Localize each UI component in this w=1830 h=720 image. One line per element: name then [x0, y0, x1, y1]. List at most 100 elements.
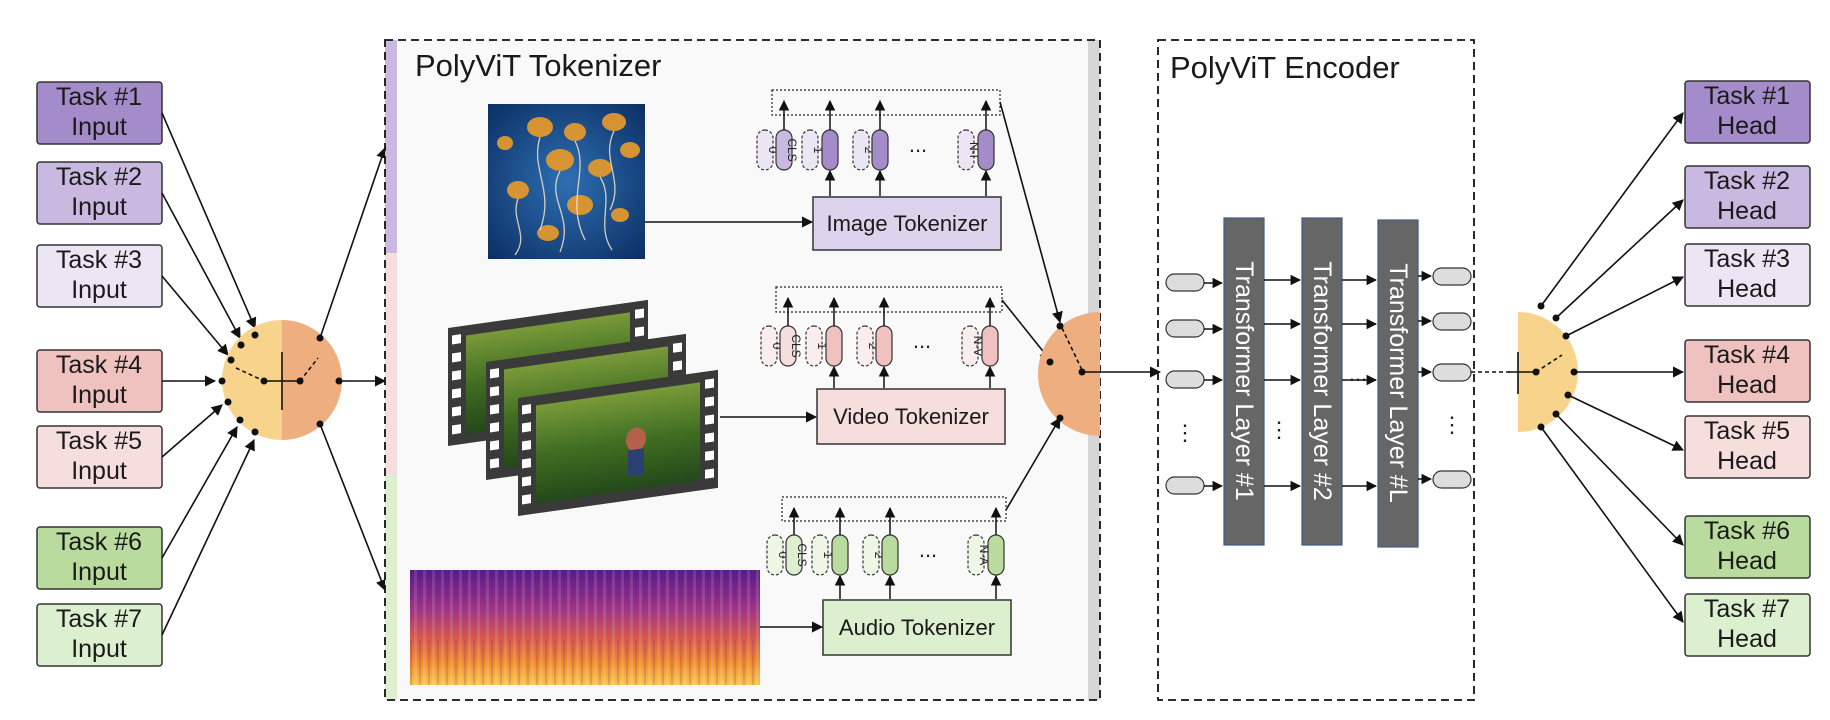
task-7-head-line2: Head [1717, 625, 1777, 653]
task-2-input[interactable]: Task #2 Input [36, 161, 163, 225]
image-token-n: N-I [957, 99, 995, 196]
task-4-head-line2: Head [1717, 371, 1777, 399]
image-tokenizer[interactable]: Image Tokenizer [812, 196, 1002, 251]
task-5-head-line2: Head [1717, 447, 1777, 475]
task-6-head-line1: Task #6 [1704, 517, 1790, 545]
input-selector [218, 320, 343, 440]
task-7-head[interactable]: Task #7 Head [1684, 593, 1811, 657]
video-token-0-label: 0 [770, 343, 784, 350]
image-tokenizer-label: Image Tokenizer [826, 211, 987, 236]
audio-token-1: 1 [811, 506, 849, 599]
task-1-head[interactable]: Task #1 Head [1684, 80, 1811, 144]
task-4-input[interactable]: Task #4 Input [36, 349, 163, 413]
selector-out-arrows [319, 146, 388, 592]
video-token-cls: CLS [779, 296, 803, 367]
task-1-head-line2: Head [1717, 112, 1777, 140]
task-2-head-line2: Head [1717, 197, 1777, 225]
task-3-input-line1: Task #3 [56, 246, 142, 274]
task-3-head-line2: Head [1717, 275, 1777, 303]
task-6-head[interactable]: Task #6 Head [1684, 515, 1811, 579]
layers-ellipsis: ... [1349, 361, 1367, 386]
video-token-1: 1 [805, 296, 843, 388]
audio-tokens-ellipsis: ... [919, 537, 937, 562]
transformer-layer-l-label: Transformer Layer #L [1384, 263, 1412, 503]
example-arrows [645, 216, 824, 633]
video-tokenizer-label: Video Tokenizer [833, 404, 989, 429]
audio-token-0: 0 [766, 534, 790, 576]
task-4-head[interactable]: Task #4 Head [1684, 339, 1811, 403]
audio-token-1-label: 1 [821, 552, 835, 559]
task-5-input-line1: Task #5 [56, 427, 142, 455]
transformer-layer-1[interactable]: Transformer Layer #1 [1223, 217, 1265, 546]
video-token-cls-label: CLS [789, 334, 803, 357]
audio-token-2-label: 2 [872, 552, 886, 559]
task-4-input-line2: Input [71, 381, 127, 409]
image-token-1-label: 1 [811, 147, 825, 154]
head-arrows [1540, 112, 1685, 623]
encoder-output-arrows [1418, 270, 1433, 485]
image-token-0-label: 0 [766, 147, 780, 154]
task-7-input-line2: Input [71, 635, 127, 663]
image-token-0: 0 [756, 129, 780, 171]
task-1-input[interactable]: Task #1 Input [36, 81, 163, 145]
task-5-input-line2: Input [71, 457, 127, 485]
video-token-1-label: 1 [815, 343, 829, 350]
audio-tokenizer[interactable]: Audio Tokenizer [822, 599, 1012, 656]
audio-tokens: 0 CLS 1 2 ... N-A [766, 496, 1007, 599]
video-token-n: N-V [961, 296, 999, 388]
encoder-frame: PolyViT Encoder [1157, 39, 1475, 701]
audio-token-2: 2 [862, 506, 899, 599]
image-token-2-label: 2 [862, 147, 876, 154]
task-2-head[interactable]: Task #2 Head [1684, 165, 1811, 229]
encoder-title: PolyViT Encoder [1170, 50, 1400, 85]
task-1-input-line2: Input [71, 113, 127, 141]
transformer-layer-2[interactable]: Transformer Layer #2 [1301, 217, 1343, 546]
video-example [448, 299, 718, 516]
image-token-cls: CLS [775, 99, 799, 171]
transformer-layer-2-label: Transformer Layer #2 [1308, 261, 1336, 500]
task-1-head-line1: Task #1 [1704, 82, 1790, 110]
task-3-head-line1: Task #3 [1704, 245, 1790, 273]
task-5-head[interactable]: Task #5 Head [1684, 415, 1811, 479]
video-tokens: 0 CLS 1 2 ... N-V [760, 286, 1003, 388]
task-7-head-line1: Task #7 [1704, 595, 1790, 623]
task-3-head[interactable]: Task #3 Head [1684, 243, 1811, 307]
token-to-selector-arrows [999, 101, 1063, 511]
transformer-layer-1-label: Transformer Layer #1 [1230, 261, 1258, 500]
audio-token-n: N-A [967, 506, 1005, 599]
encoder-output-tokens: ⋮ [1432, 267, 1472, 489]
task-4-head-line1: Task #4 [1704, 341, 1790, 369]
encoder-input-vdots: ⋮ [1174, 420, 1196, 445]
video-tokens-ellipsis: ... [913, 328, 931, 353]
head-selector [1508, 302, 1578, 432]
layer-arrows [1264, 274, 1378, 492]
audio-token-0-label: 0 [776, 552, 790, 559]
task-6-input-line1: Task #6 [56, 528, 142, 556]
task-3-input-line2: Input [71, 276, 127, 304]
image-token-2: 2 [852, 99, 889, 196]
video-token-2: 2 [856, 296, 893, 388]
task-1-input-line1: Task #1 [56, 83, 142, 111]
layer1-vdots: ⋮ [1268, 417, 1290, 442]
image-tokens-ellipsis: ... [909, 132, 927, 157]
task-6-input-line2: Input [71, 558, 127, 586]
video-token-0: 0 [760, 325, 784, 367]
task-2-input-line2: Input [71, 193, 127, 221]
task-5-input[interactable]: Task #5 Input [36, 425, 163, 489]
encoder-input-arrows [1204, 277, 1224, 492]
task-4-input-line1: Task #4 [56, 351, 142, 379]
input-arrows [161, 112, 257, 636]
image-example [488, 104, 645, 259]
task-3-input[interactable]: Task #3 Input [36, 244, 163, 308]
audio-token-cls-label: CLS [795, 543, 809, 566]
task-2-head-line1: Task #2 [1704, 167, 1790, 195]
video-tokenizer[interactable]: Video Tokenizer [816, 388, 1006, 445]
image-token-cls-label: CLS [785, 138, 799, 161]
task-2-input-line1: Task #2 [56, 163, 142, 191]
task-6-input[interactable]: Task #6 Input [36, 526, 163, 590]
audio-example [410, 570, 760, 685]
encoder-input-tokens: ⋮ [1165, 273, 1205, 495]
task-7-input[interactable]: Task #7 Input [36, 603, 163, 667]
encoder-output-vdots: ⋮ [1441, 412, 1463, 437]
transformer-layer-l[interactable]: Transformer Layer #L [1377, 219, 1419, 548]
